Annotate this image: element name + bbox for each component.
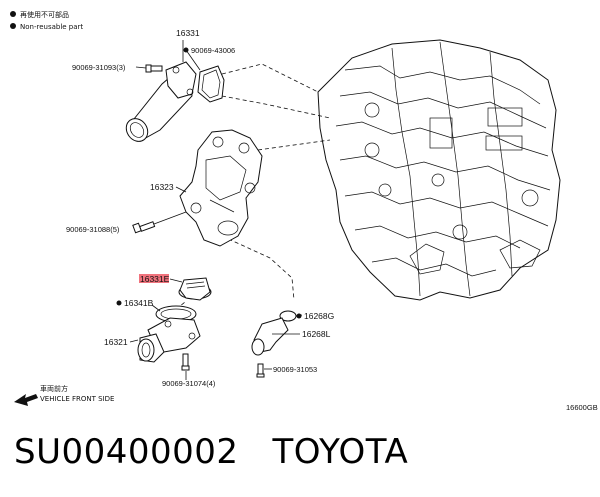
leader-lines [129,40,303,380]
bolt-31074 [181,353,190,371]
gasket-ring [197,65,225,103]
highlight-marker [139,274,169,283]
thermostat [178,277,212,301]
part-label-90069-31088[interactable]: 90069-31088(5) [66,225,120,234]
part-label-16323[interactable]: 16323 [150,182,174,192]
part-label-16341B[interactable]: 16341B [124,298,154,308]
bolt-31053 [256,363,265,378]
legend-dot-icon [10,11,16,17]
part-label-16331E[interactable]: 16331E [140,274,170,284]
part-label-16331[interactable]: 16331 [176,28,200,38]
water-inlet [137,317,201,363]
diagram-canvas: 再使用不可部品 Non-reusable part [10,10,598,412]
legend-dot-icon [10,23,16,29]
part-label-90069-31053[interactable]: 90069-31053 [273,365,317,374]
water-inlet-pipe [125,61,197,142]
part-label-16268L[interactable]: 16268L [302,329,331,339]
legend: 再使用不可部品 Non-reusable part [10,10,83,31]
front-en-text: VEHICLE FRONT SIDE [40,395,114,403]
footer-brand: TOYOTA [272,432,409,472]
front-arrow-icon [14,394,38,406]
footer-caption: SU00400002 TOYOTA [14,432,408,472]
part-label-90069-31093[interactable]: 90069-31093(3) [72,63,126,72]
legend-jp-text: 再使用不可部品 [20,10,69,19]
non-reusable-dot-icon [116,300,122,306]
part-label-90069-43006[interactable]: 90069-43006 [191,46,235,55]
part-label-16321[interactable]: 16321 [104,337,128,347]
bolt-31088 [132,221,156,234]
vehicle-front-indicator: 車両前方 VEHICLE FRONT SIDE [14,384,114,406]
bolt-31093 [145,64,163,73]
figure-code: 16600GB [566,403,598,412]
part-label-16268G[interactable]: 16268G [304,311,334,321]
legend-en-text: Non-reusable part [20,23,83,31]
part-label-90069-31074[interactable]: 90069-31074(4) [162,379,216,388]
water-outlet-housing [179,129,263,247]
non-reusable-dot-icon [183,47,189,53]
footer-part-number: SU00400002 [14,432,239,472]
bypass-pipe [251,310,297,356]
non-reusable-dot-icon [296,313,302,319]
engine-block-drawing [317,39,561,301]
front-jp-text: 車両前方 [40,384,68,393]
